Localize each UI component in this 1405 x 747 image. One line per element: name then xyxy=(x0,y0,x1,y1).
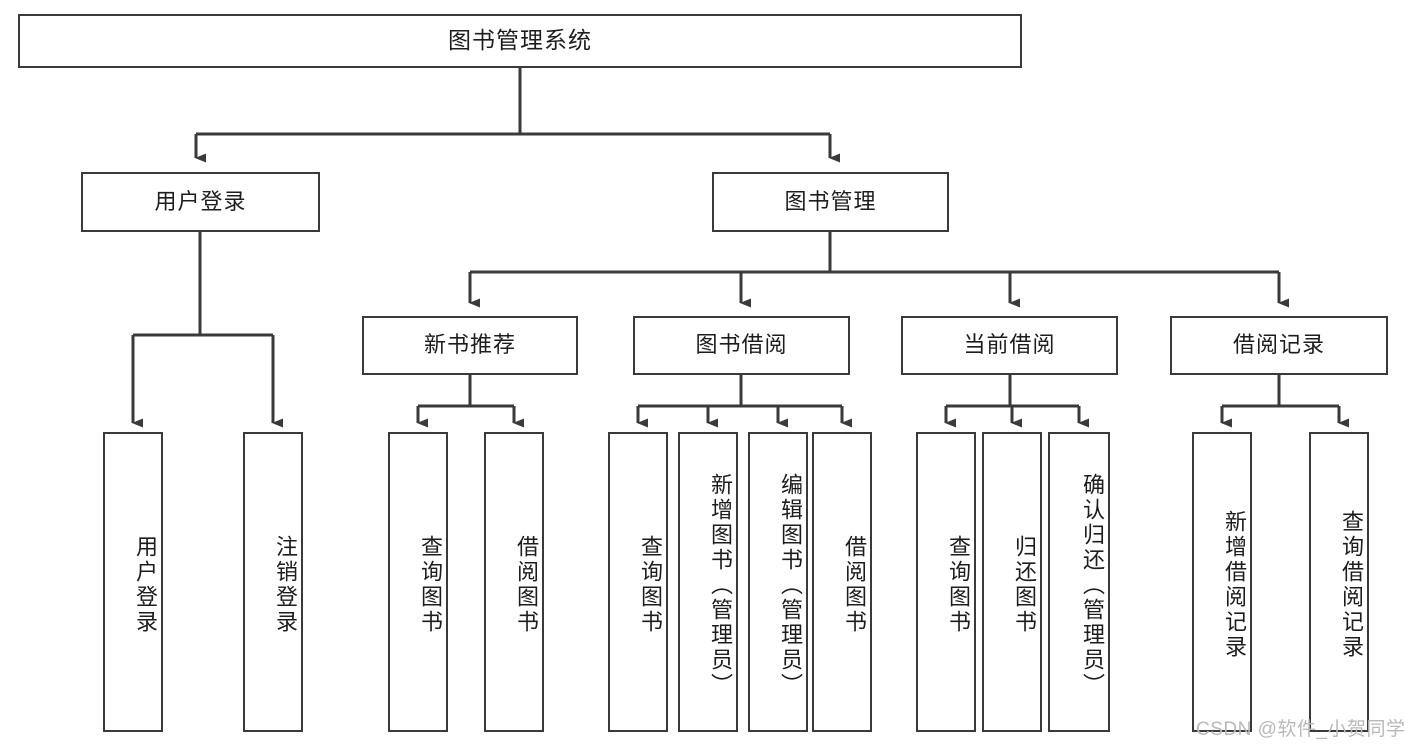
node-leaf-query-record-label: 查询借阅记录 xyxy=(1339,510,1364,660)
node-leaf-return-book[interactable]: 归还图书 xyxy=(982,432,1042,732)
node-user-login-label: 用户登录 xyxy=(154,188,247,214)
node-leaf-query-book-1-label: 查询图书 xyxy=(418,535,443,635)
node-leaf-add-book-label: 新增图书（管理员） xyxy=(708,472,733,698)
node-leaf-user-login[interactable]: 用户登录 xyxy=(103,432,163,732)
node-leaf-query-book-2[interactable]: 查询图书 xyxy=(608,432,668,732)
node-new-book-rec-label: 新书推荐 xyxy=(423,332,516,358)
node-book-borrow-label: 图书借阅 xyxy=(695,332,788,358)
csdn-watermark: CSDN @软件_小贺同学 xyxy=(1196,719,1405,740)
node-leaf-user-login-label: 用户登录 xyxy=(133,535,158,635)
node-leaf-add-record[interactable]: 新增借阅记录 xyxy=(1192,432,1252,732)
node-leaf-query-book-3-label: 查询图书 xyxy=(946,535,971,635)
node-leaf-edit-book[interactable]: 编辑图书（管理员） xyxy=(748,432,808,732)
node-borrow-record[interactable]: 借阅记录 xyxy=(1170,316,1388,375)
node-book-manage-label: 图书管理 xyxy=(784,188,877,214)
node-leaf-query-record[interactable]: 查询借阅记录 xyxy=(1309,432,1369,732)
node-leaf-query-book-3[interactable]: 查询图书 xyxy=(916,432,976,732)
node-leaf-borrow-book-1-label: 借阅图书 xyxy=(514,535,539,635)
node-book-manage[interactable]: 图书管理 xyxy=(712,172,949,232)
node-leaf-borrow-book-2[interactable]: 借阅图书 xyxy=(812,432,872,732)
node-leaf-user-logout-label: 注销登录 xyxy=(273,535,298,635)
node-root[interactable]: 图书管理系统 xyxy=(18,14,1022,68)
node-new-book-rec[interactable]: 新书推荐 xyxy=(362,316,578,375)
node-root-label: 图书管理系统 xyxy=(448,27,592,54)
node-leaf-return-book-label: 归还图书 xyxy=(1012,535,1037,635)
node-leaf-borrow-book-1[interactable]: 借阅图书 xyxy=(484,432,544,732)
node-book-borrow[interactable]: 图书借阅 xyxy=(633,316,850,375)
node-leaf-add-book[interactable]: 新增图书（管理员） xyxy=(678,432,738,732)
node-current-borrow-label: 当前借阅 xyxy=(963,332,1056,358)
node-leaf-add-record-label: 新增借阅记录 xyxy=(1222,510,1247,660)
node-leaf-query-book-1[interactable]: 查询图书 xyxy=(388,432,448,732)
node-current-borrow[interactable]: 当前借阅 xyxy=(901,316,1118,375)
node-leaf-user-logout[interactable]: 注销登录 xyxy=(243,432,303,732)
node-user-login[interactable]: 用户登录 xyxy=(81,172,320,232)
node-leaf-query-book-2-label: 查询图书 xyxy=(638,535,663,635)
node-leaf-confirm-return[interactable]: 确认归还（管理员） xyxy=(1048,432,1110,732)
node-leaf-edit-book-label: 编辑图书（管理员） xyxy=(778,472,803,698)
node-leaf-confirm-return-label: 确认归还（管理员） xyxy=(1080,472,1105,698)
node-borrow-record-label: 借阅记录 xyxy=(1232,332,1325,358)
node-leaf-borrow-book-2-label: 借阅图书 xyxy=(842,535,867,635)
